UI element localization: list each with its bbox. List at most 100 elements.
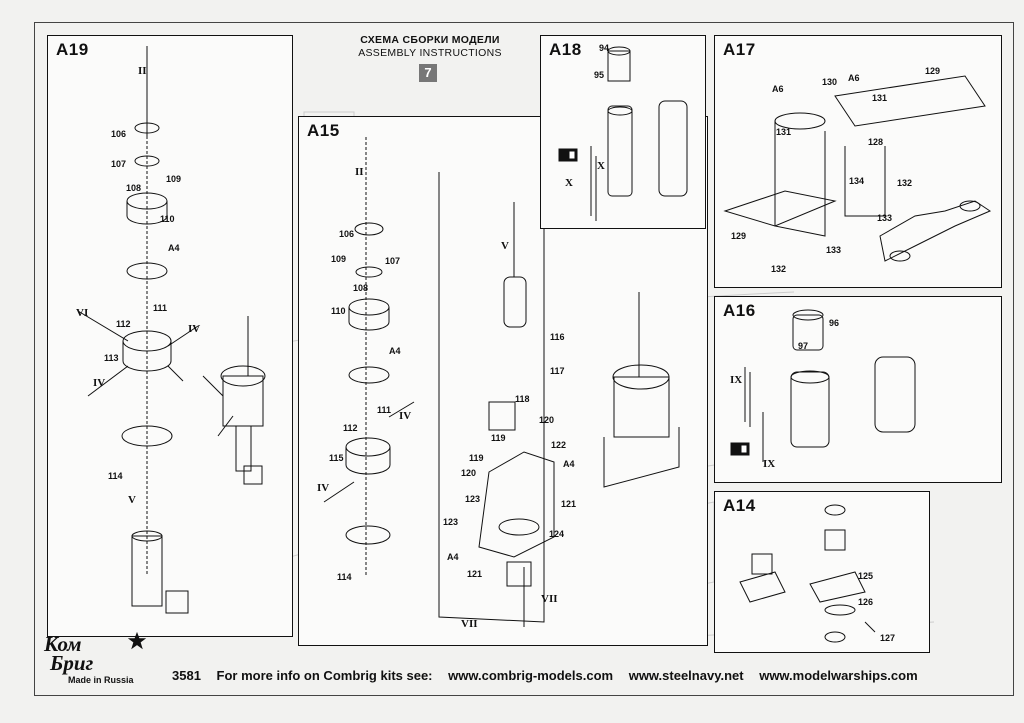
a14-part-label: 126 — [858, 597, 873, 607]
a19-part-label: VI — [76, 307, 88, 319]
footer-link-modelwarships[interactable]: www.modelwarships.com — [759, 668, 918, 683]
a15-part-label: 116 — [550, 332, 565, 342]
a17-part-label: 129 — [731, 231, 746, 241]
panel-title-a17: A17 — [723, 40, 756, 59]
panel-title-a15: A15 — [307, 121, 340, 140]
a15-part-label: 123 — [443, 517, 458, 527]
a19-part-label: 106 — [111, 129, 126, 139]
logo-line1: Ком — [44, 632, 82, 656]
a18-part-label: 94 — [599, 43, 609, 53]
a17-drawing: A6 130 A6 131 129 131 128 134 132 133 12… — [723, 66, 992, 274]
a19-part-label: 110 — [160, 214, 175, 224]
a15-part-label: 121 — [561, 499, 576, 509]
a19-part-label: 109 — [166, 174, 181, 184]
a15-part-label: 119 — [469, 453, 484, 463]
a17-part-label: 131 — [776, 127, 791, 137]
title-english: ASSEMBLY INSTRUCTIONS — [358, 47, 502, 59]
a15-part-label: 124 — [549, 529, 564, 539]
a19-drawing: II 106 107 108 109 110 A4 111 112 VI IV … — [76, 46, 266, 614]
a19-part-label: 108 — [126, 183, 141, 193]
a15-part-label: V — [501, 240, 509, 252]
a15-part-label: 118 — [515, 394, 530, 404]
panel-a16: A16 96 97 IX IX — [714, 296, 1002, 483]
a16-part-label: IX — [763, 458, 775, 470]
a17-part-label: A6 — [772, 84, 784, 94]
a19-part-label: 113 — [104, 353, 119, 363]
a15-part-label: 121 — [467, 569, 482, 579]
a15-part-label: 110 — [331, 306, 346, 316]
a17-part-label: 132 — [771, 264, 786, 274]
a19-part-label: IV — [188, 323, 200, 335]
a15-part-label: VII — [541, 593, 558, 605]
footer-link-combrig[interactable]: www.combrig-models.com — [448, 668, 614, 683]
title-russian: СХЕМА СБОРКИ МОДЕЛИ — [360, 34, 500, 46]
a17-part-label: A6 — [848, 73, 860, 83]
a15-part-label: IV — [399, 410, 411, 422]
a15-part-label: VII — [461, 618, 478, 630]
a15-part-label: 109 — [331, 254, 346, 264]
a15-part-label: 115 — [329, 453, 344, 463]
a15-part-label: 122 — [551, 440, 566, 450]
panel-title-a18: A18 — [549, 40, 582, 59]
panel-a14: A14 125 126 127 — [714, 491, 930, 653]
combrig-logo: Ком Бриг Made in Russia — [44, 631, 164, 692]
panel-title-a19: A19 — [56, 40, 89, 59]
a15-drawing: II 106 109 107 108 110 A4 111 IV 112 115… — [317, 117, 680, 630]
panel-title-a14: A14 — [723, 496, 756, 515]
a14-drawing: 125 126 127 — [739, 504, 895, 643]
a14-part-label: 125 — [858, 571, 873, 581]
footer: 3581 For more info on Combrig kits see: … — [172, 668, 930, 683]
a17-part-label: 133 — [826, 245, 841, 255]
a19-part-label: 111 — [153, 303, 167, 313]
a15-part-label: A4 — [447, 552, 459, 562]
a16-drawing: 96 97 IX IX — [730, 309, 916, 470]
panel-a19: A19 II 106 — [47, 35, 293, 637]
logo-tagline: Made in Russia — [68, 675, 134, 685]
a16-part-label: 96 — [829, 318, 839, 328]
star-icon — [127, 631, 147, 650]
panel-a17: A17 A6 130 A6 131 129 131 128 134 132 13… — [714, 35, 1002, 288]
a16-part-label: IX — [730, 374, 742, 386]
a17-part-label: 131 — [872, 93, 887, 103]
a15-part-label: 106 — [339, 229, 354, 239]
a15-part-label: 117 — [550, 366, 565, 376]
a16-part-label: 97 — [798, 341, 808, 351]
a17-part-label: 132 — [897, 178, 912, 188]
a15-part-label: 112 — [343, 423, 358, 433]
a19-part-label: II — [138, 65, 147, 77]
page-number: 7 — [419, 64, 437, 82]
a19-part-label: 112 — [116, 319, 131, 329]
a18-part-label: X — [565, 177, 573, 189]
footer-link-steelnavy[interactable]: www.steelnavy.net — [628, 668, 744, 683]
a17-part-label: 133 — [877, 213, 892, 223]
panel-a18: A18 94 95 X X — [540, 35, 706, 229]
a15-part-label: 120 — [539, 415, 554, 425]
a15-part-label: A4 — [389, 346, 401, 356]
logo-line2: Бриг — [50, 651, 94, 675]
a15-part-label: 120 — [461, 468, 476, 478]
a18-drawing: 94 95 X X — [558, 43, 688, 221]
a17-part-label: 129 — [925, 66, 940, 76]
page-header: СХЕМА СБОРКИ МОДЕЛИ ASSEMBLY INSTRUCTION… — [340, 34, 520, 59]
a17-part-label: 134 — [849, 176, 864, 186]
footer-info: For more info on Combrig kits see: — [216, 668, 433, 683]
a15-part-label: 123 — [465, 494, 480, 504]
a19-part-label: V — [128, 494, 136, 506]
a15-part-label: A4 — [563, 459, 575, 469]
panel-title-a16: A16 — [723, 301, 756, 320]
a14-part-label: 127 — [880, 633, 895, 643]
a19-part-label: 114 — [108, 471, 123, 481]
a15-part-label: 114 — [337, 572, 352, 582]
a17-part-label: 128 — [868, 137, 883, 147]
a17-part-label: 130 — [822, 77, 837, 87]
a15-part-label: IV — [317, 482, 329, 494]
a15-part-label: 119 — [491, 433, 506, 443]
a18-part-label: 95 — [594, 70, 604, 80]
kit-code: 3581 — [172, 668, 201, 683]
a18-part-label: X — [597, 160, 605, 172]
a19-part-label: IV — [93, 377, 105, 389]
sheet-border — [34, 22, 1014, 696]
a15-part-label: 108 — [353, 283, 368, 293]
a19-part-label: 107 — [111, 159, 126, 169]
a15-part-label: 111 — [377, 405, 391, 415]
